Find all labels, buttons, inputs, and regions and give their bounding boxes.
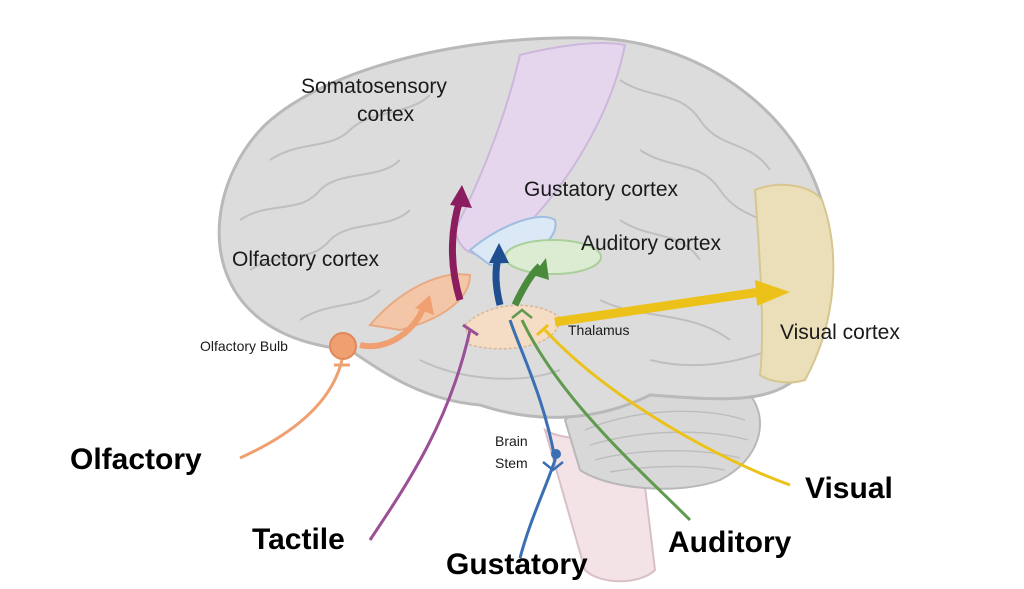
visual-cortex-region <box>753 183 835 384</box>
gustatory-arrowhead <box>489 243 509 263</box>
gustatory-cortex-label: Gustatory cortex <box>524 178 679 201</box>
olfactory-cortex-label: Olfactory cortex <box>232 248 380 271</box>
tactile-arrow <box>448 198 464 302</box>
auditory-cortex-label: Auditory cortex <box>581 232 722 255</box>
olfactory-arrow <box>359 303 428 350</box>
olfactory-bulb-label: Olfactory Bulb <box>200 338 288 354</box>
tactile-arrowhead <box>450 185 472 208</box>
visual-arrowhead <box>755 280 790 306</box>
visual-sense-label: Visual <box>805 472 893 505</box>
olfactory-bulb-shape <box>329 332 357 360</box>
auditory-pathway <box>520 319 692 522</box>
gustatory-node <box>551 449 561 459</box>
brain-stem-label-line1: Brain <box>495 433 528 449</box>
tactile-synapse <box>462 323 479 337</box>
gustatory-synapse <box>542 461 564 472</box>
olfactory-cortex-region <box>368 273 472 332</box>
tactile-pathway <box>368 329 472 541</box>
visual-cortex-label: Visual cortex <box>780 321 900 344</box>
brain-stem-label-line2: Stem <box>495 455 528 471</box>
tactile-sense-label: Tactile <box>252 523 345 556</box>
olfactory-pathway <box>239 359 344 460</box>
gustatory-pathway <box>508 319 557 559</box>
gustatory-arrow <box>492 257 504 306</box>
visual-synapse <box>535 323 550 337</box>
somatosensory-label-line2: cortex <box>357 103 415 126</box>
olfactory-sense-label: Olfactory <box>70 443 202 476</box>
cerebellum-folds <box>584 410 749 473</box>
somatosensory-label-line1: Somatosensory <box>301 75 447 98</box>
auditory-arrow <box>511 263 543 307</box>
auditory-sense-label: Auditory <box>668 526 792 559</box>
auditory-synapse <box>511 308 533 319</box>
olfactory-arrowhead <box>415 295 434 315</box>
visual-arrow <box>554 287 761 327</box>
visual-pathway <box>543 328 791 487</box>
gustatory-sense-label: Gustatory <box>446 548 588 581</box>
thalamus-label: Thalamus <box>568 322 630 338</box>
auditory-arrowhead <box>533 258 549 280</box>
